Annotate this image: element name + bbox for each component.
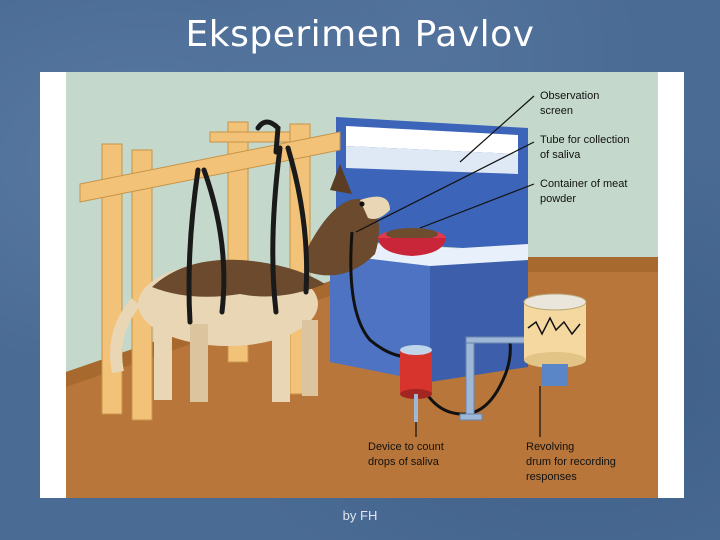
label-tube-2: of saliva xyxy=(540,149,581,161)
footer-credit: by FH xyxy=(342,508,378,523)
harness xyxy=(186,119,310,325)
slide-title: Eksperimen Pavlov xyxy=(185,14,535,55)
label-drum-2: drum for recording xyxy=(526,456,616,468)
pointer-lines xyxy=(355,95,541,437)
pavlov-figure: Observation screen Tube for collection o… xyxy=(40,72,684,498)
label-device-1: Device to count xyxy=(368,441,444,453)
meat-bowl xyxy=(378,228,446,256)
label-container-1: Container of meat xyxy=(540,178,627,190)
label-device-2: drops of saliva xyxy=(368,456,440,468)
label-container-2: powder xyxy=(540,193,576,205)
label-tube-1: Tube for collection xyxy=(540,134,629,146)
label-observation-screen-2: screen xyxy=(540,105,573,117)
label-observation-screen-1: Observation xyxy=(540,90,599,102)
recording-drum xyxy=(523,293,587,386)
lever-stand xyxy=(459,336,537,421)
saliva-tube xyxy=(349,231,512,416)
drop-counter xyxy=(400,345,432,422)
pavlov-illustration: Observation screen Tube for collection o… xyxy=(66,72,658,498)
label-drum-1: Revolving xyxy=(526,441,574,453)
label-drum-3: responses xyxy=(526,471,577,483)
